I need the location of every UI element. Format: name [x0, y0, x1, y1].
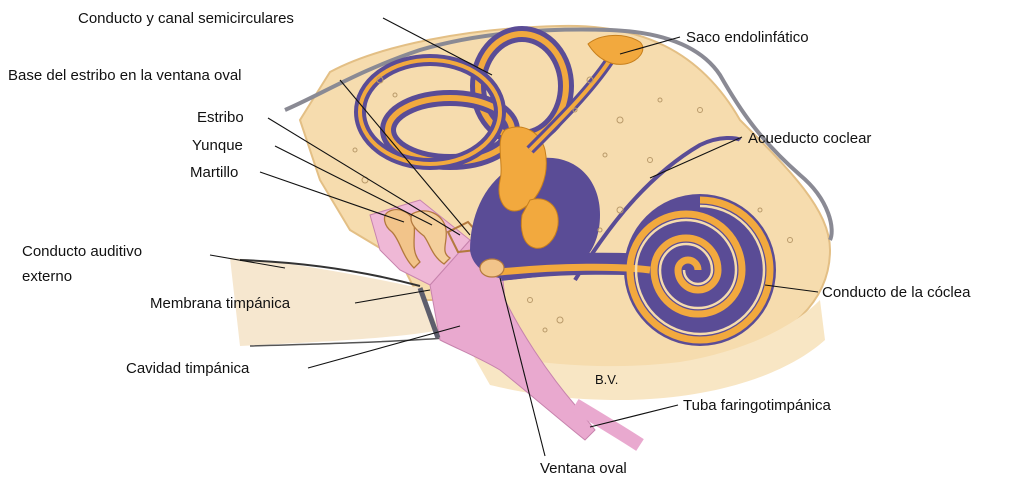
label-semicircular: Conducto y canal semicirculares [78, 10, 294, 27]
oval-window-shape [480, 259, 504, 277]
label-tympanic-cavity: Cavidad timpánica [126, 360, 250, 377]
label-external-canal-line2: externo [22, 268, 72, 285]
label-endolymphatic-sac: Saco endolinfático [686, 29, 809, 46]
label-stapes: Estribo [197, 109, 244, 126]
label-external-canal-line1: Conducto auditivo [22, 243, 142, 260]
label-cochlear-aqueduct: Acueducto coclear [748, 130, 871, 147]
label-eustachian-tube: Tuba faringotimpánica [683, 397, 832, 414]
label-oval-window: Ventana oval [540, 460, 627, 477]
label-cochlear-duct: Conducto de la cóclea [822, 284, 971, 301]
label-tympanic-membrane: Membrana timpánica [150, 295, 291, 312]
artist-signature: B.V. [595, 372, 618, 387]
label-malleus: Martillo [190, 164, 238, 181]
label-stapes-base: Base del estribo en la ventana oval [8, 67, 242, 84]
label-incus: Yunque [192, 137, 243, 154]
